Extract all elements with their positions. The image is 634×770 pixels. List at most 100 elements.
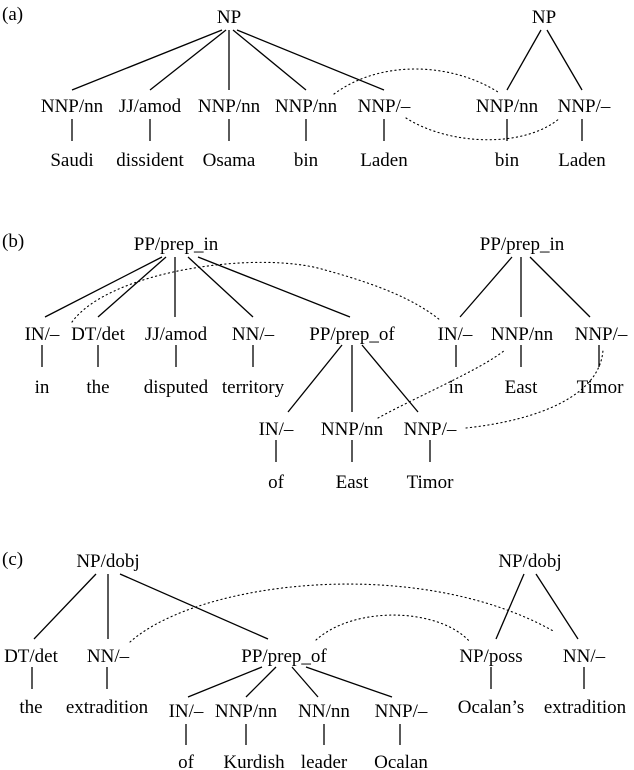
tree-root: PP/prep_in <box>134 234 219 255</box>
tree-node: DT/det <box>4 646 59 667</box>
tree-word: Timor <box>407 472 454 493</box>
panel-a-source-edges <box>71 29 385 141</box>
edge <box>187 666 263 698</box>
edge <box>71 29 223 91</box>
tree-node: NNP/nn <box>41 96 104 117</box>
edge <box>459 256 513 318</box>
edge <box>44 256 163 318</box>
panel-b-source-tree: PP/prep_in IN/– DT/det JJ/amod NN/– PP/p… <box>25 234 457 493</box>
tree-word: East <box>336 472 369 493</box>
tree-root: NP <box>532 7 556 28</box>
tree-node: NNP/– <box>575 324 628 345</box>
edge <box>197 256 351 318</box>
tree-word: Saudi <box>50 150 93 171</box>
tree-node: PP/prep_of <box>309 324 395 345</box>
tree-node: NNP/– <box>358 96 411 117</box>
alignment-link <box>71 261 441 323</box>
edge <box>236 29 385 91</box>
panel-c-target-edges <box>490 573 585 689</box>
tree-node: IN/– <box>438 324 473 345</box>
tree-root: NP/dobj <box>498 551 561 572</box>
tree-word: Laden <box>360 150 408 171</box>
edge <box>97 256 167 318</box>
tree-word: the <box>19 697 42 718</box>
panel-c: (c) NP/dobj DT/de <box>2 549 627 770</box>
tree-word: Timor <box>577 377 624 398</box>
tree-word: in <box>35 377 50 398</box>
tree-node: NNP/nn <box>491 324 554 345</box>
tree-word: bin <box>294 150 319 171</box>
tree-word: of <box>268 472 285 493</box>
panel-a-source-tree: NP NNP/nn JJ/amod NNP/nn NNP/nn NNP/– Sa… <box>41 7 411 171</box>
tree-node: DT/det <box>71 324 126 345</box>
tree-node: JJ/amod <box>145 324 208 345</box>
alignment-link <box>129 583 556 643</box>
tree-node: IN/– <box>259 419 294 440</box>
panel-b-target-tree: PP/prep_in IN/– NNP/nn NNP/– in East Tim… <box>438 234 628 398</box>
panel-b-alignment-links <box>71 261 604 429</box>
edge <box>535 573 579 640</box>
edge <box>361 344 419 413</box>
tree-word: East <box>505 377 538 398</box>
edge <box>546 29 583 91</box>
tree-node: NNP/nn <box>476 96 539 117</box>
panel-b-label: (b) <box>2 231 24 252</box>
panel-a-target-edges <box>506 29 583 141</box>
edge <box>149 29 227 91</box>
alignment-link <box>315 614 471 643</box>
tree-node: NNP/nn <box>215 701 278 722</box>
tree-node: NN/nn <box>298 701 350 722</box>
tree-root: PP/prep_in <box>480 234 565 255</box>
alignment-link <box>377 349 506 419</box>
panel-a-target-tree: NP NNP/nn NNP/– bin Laden <box>476 7 611 171</box>
tree-node: NNP/– <box>404 419 457 440</box>
panel-a-alignment-links <box>333 68 561 141</box>
tree-word: Kurdish <box>223 752 285 770</box>
panel-c-source-edges <box>31 573 401 745</box>
tree-node: NNP/nn <box>275 96 338 117</box>
tree-node: NNP/nn <box>198 96 261 117</box>
tree-node: NN/– <box>232 324 275 345</box>
tree-node: NNP/– <box>558 96 611 117</box>
tree-node: NN/– <box>87 646 130 667</box>
tree-root: NP/dobj <box>76 551 139 572</box>
tree-node: IN/– <box>25 324 60 345</box>
panel-b-target-edges <box>455 256 600 367</box>
edge <box>119 573 269 640</box>
alignment-link <box>405 117 561 141</box>
tree-word: bin <box>495 150 520 171</box>
panel-b: (b) <box>2 231 628 493</box>
tree-word: disputed <box>144 377 209 398</box>
tree-word: Osama <box>203 150 256 171</box>
panel-a-label: (a) <box>2 4 23 25</box>
tree-node: NN/– <box>563 646 606 667</box>
edge <box>291 666 319 698</box>
edge <box>529 256 591 318</box>
edge <box>33 573 97 640</box>
tree-word: dissident <box>116 150 184 171</box>
tree-node: IN/– <box>169 701 204 722</box>
panel-a: (a) NP NNP/nn JJ/ <box>2 4 611 171</box>
tree-word: the <box>86 377 109 398</box>
tree-word: territory <box>222 377 285 398</box>
edge <box>506 29 542 91</box>
tree-node: NP/poss <box>459 646 522 667</box>
tree-node: JJ/amod <box>119 96 182 117</box>
panel-b-source-edges <box>41 256 431 462</box>
alignment-link <box>465 349 604 429</box>
tree-word: leader <box>301 752 348 770</box>
edge <box>245 666 277 698</box>
panel-c-source-tree: NP/dobj DT/det NN/– PP/prep_of the extra… <box>4 551 428 770</box>
tree-word: Ocalan’s <box>458 697 524 718</box>
tree-word: of <box>178 752 195 770</box>
tree-word: in <box>449 377 464 398</box>
panel-c-target-tree: NP/dobj NP/poss NN/– Ocalan’s extraditio… <box>458 551 627 718</box>
tree-word: extradition <box>544 697 627 718</box>
tree-word: extradition <box>66 697 149 718</box>
tree-node: NNP/nn <box>321 419 384 440</box>
alignment-link <box>333 68 499 95</box>
tree-word: Laden <box>558 150 606 171</box>
tree-node: PP/prep_of <box>241 646 327 667</box>
tree-word: Ocalan <box>374 752 428 770</box>
